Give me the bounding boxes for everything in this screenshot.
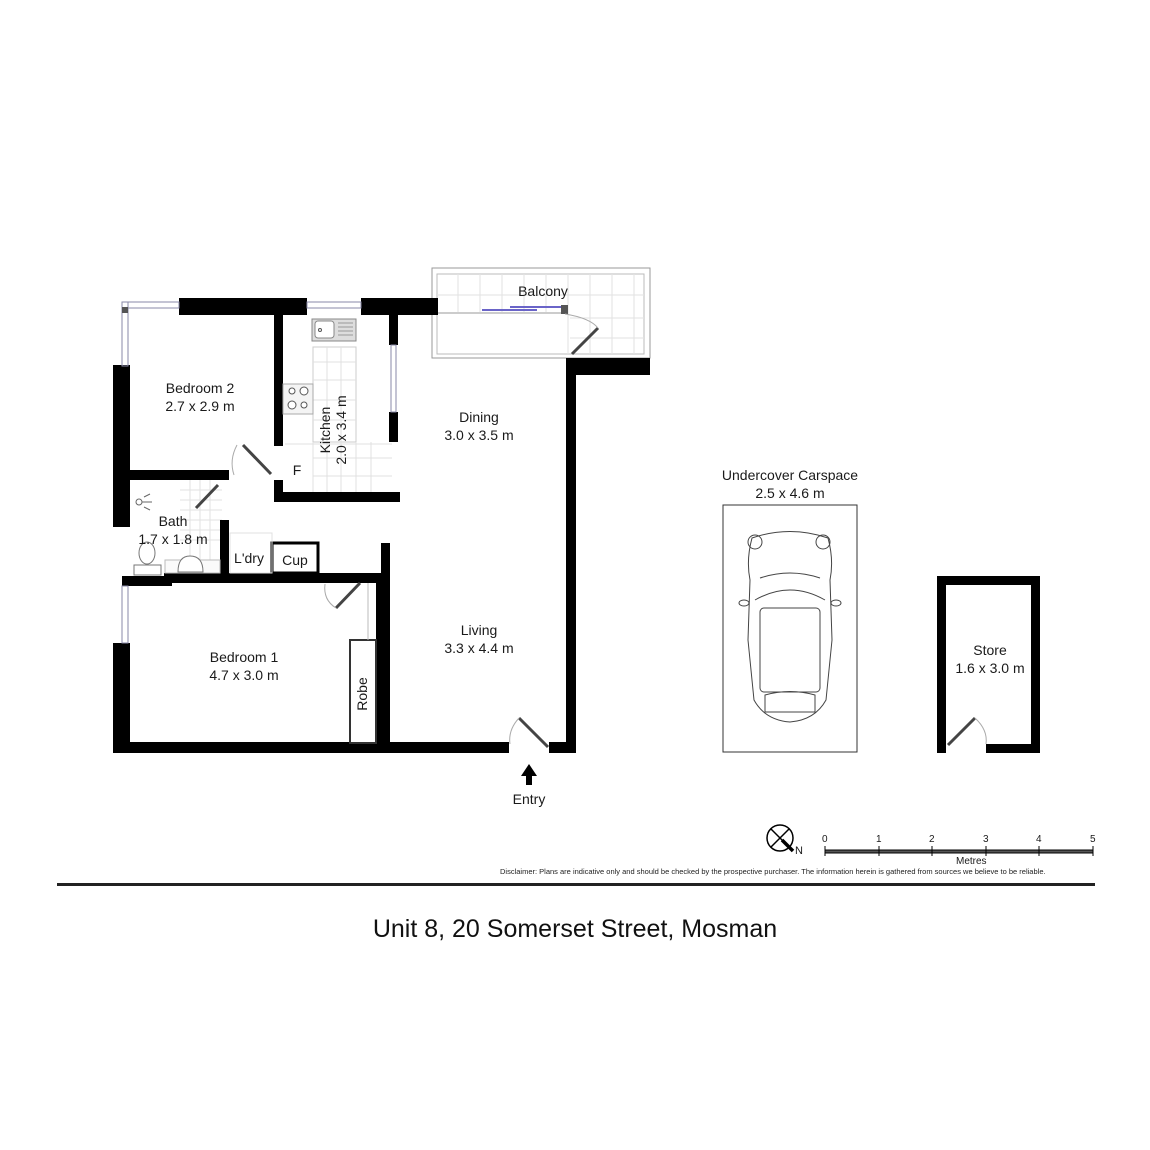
balcony-floor [431,267,651,359]
scale-tick-5: 5 [1090,834,1096,845]
robe-box [349,639,377,744]
room-name: Bath [158,513,188,529]
room-size: 1.7 x 1.8 m [138,531,208,547]
room-size: 2.5 x 4.6 m [755,485,825,501]
north-label: N [795,845,803,857]
kitchen-floor [285,346,392,500]
room-name: Store [973,642,1007,658]
bath-label: Bath 1.7 x 1.8 m [123,512,223,548]
bedroom1-label: Bedroom 1 4.7 x 3.0 m [194,648,294,684]
kitchen-label: Kitchen 2.0 x 3.4 m [317,385,353,475]
room-size: 2.0 x 3.4 m [333,395,349,465]
sliding-door [438,305,568,314]
scale-tick-0: 0 [822,834,828,845]
room-size: 3.0 x 3.5 m [444,427,514,443]
bedroom2-label: Bedroom 2 2.7 x 2.9 m [150,379,250,415]
scale-bar [824,846,1094,856]
scale-tick-1: 1 [876,834,882,845]
room-name: Bedroom 1 [209,649,279,665]
carspace-label: Undercover Carspace 2.5 x 4.6 m [700,466,880,502]
room-size: 3.3 x 4.4 m [444,640,514,656]
scale-tick-2: 2 [929,834,935,845]
room-name: Bedroom 2 [165,380,235,396]
room-name: Living [460,622,498,638]
entry-label: Entry [512,791,546,807]
living-label: Living 3.3 x 4.4 m [429,621,529,657]
laundry-label: L'dry [234,550,264,566]
room-name: Kitchen [317,406,333,454]
windows [121,301,397,644]
scale-unit-label: Metres [956,856,987,867]
basin-icon [164,555,221,574]
balcony-label: Balcony [518,283,568,299]
toilet-icon [133,541,162,576]
cupboard-box [270,541,320,575]
room-name: Dining [459,409,499,425]
room-size: 4.7 x 3.0 m [209,667,279,683]
disclaimer: Disclaimer: Plans are indicative only an… [500,867,1046,876]
dining-label: Dining 3.0 x 3.5 m [429,408,529,444]
entry-arrow-icon [521,764,537,785]
robe-label: Robe [354,677,370,711]
scale-tick-3: 3 [983,834,989,845]
store-label: Store 1.6 x 3.0 m [945,641,1035,677]
walls [113,298,1040,753]
sink-icon [311,318,357,342]
footer-divider [57,883,1095,886]
north-compass-icon [766,824,795,853]
fridge-label: F [292,462,302,478]
shower-icon [135,493,152,511]
cupboard-label: Cup [282,552,308,568]
car-icon [738,531,842,723]
scale-tick-4: 4 [1036,834,1042,845]
room-size: 1.6 x 3.0 m [955,660,1025,676]
doors [194,326,977,749]
cooktop-icon [282,383,314,415]
room-name: Undercover Carspace [721,467,859,483]
page-title: Unit 8, 20 Somerset Street, Mosman [372,915,778,943]
carspace-outline [722,504,858,753]
room-size: 2.7 x 2.9 m [165,398,235,414]
